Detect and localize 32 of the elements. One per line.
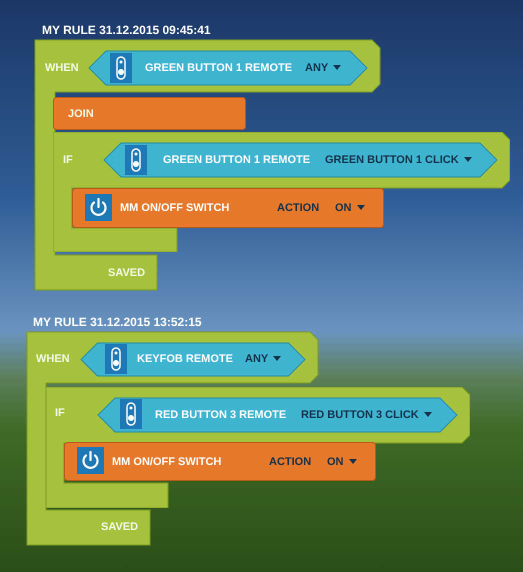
dropdown-menu: ON (327, 456, 356, 469)
device-name: GREEN BUTTON 1 REMOTE (145, 62, 292, 75)
block-label: WHEN (45, 62, 79, 75)
device-trigger-block (103, 142, 498, 178)
dropdown-menu: ANY (245, 353, 282, 366)
dropdown-menu: ANY (305, 62, 342, 75)
device-name: MM ON/OFF SWITCH (112, 456, 222, 469)
device-name: KEYFOB REMOTE (137, 353, 233, 366)
device-name: MM ON/OFF SWITCH (120, 202, 230, 215)
block-label: IF (63, 154, 73, 167)
block-label: SAVED (101, 521, 138, 534)
block-label: SAVED (108, 267, 146, 280)
dropdown-menu: ON (335, 202, 364, 215)
block-label: WHEN (36, 353, 70, 366)
device-name: RED BUTTON 3 REMOTE (155, 409, 286, 422)
device-trigger-block (88, 50, 368, 86)
action-block (72, 188, 384, 228)
field-label: ACTION (269, 456, 312, 469)
action-block (53, 97, 246, 130)
rule-title: MY RULE 31.12.2015 09:45:41 (42, 24, 211, 37)
device-trigger-block (80, 342, 306, 377)
rule-block (53, 132, 510, 252)
rule-block (46, 387, 470, 508)
action-block (64, 442, 376, 481)
block-label: JOIN (68, 108, 94, 121)
field-label: ACTION (277, 202, 320, 215)
device-name: GREEN BUTTON 1 REMOTE (163, 154, 310, 167)
rule-title: MY RULE 31.12.2015 13:52:15 (33, 316, 202, 329)
dropdown-menu: RED BUTTON 3 CLICK (301, 409, 432, 422)
device-trigger-block (97, 397, 458, 433)
block-label: IF (55, 407, 65, 420)
dropdown-menu: GREEN BUTTON 1 CLICK (325, 154, 472, 167)
